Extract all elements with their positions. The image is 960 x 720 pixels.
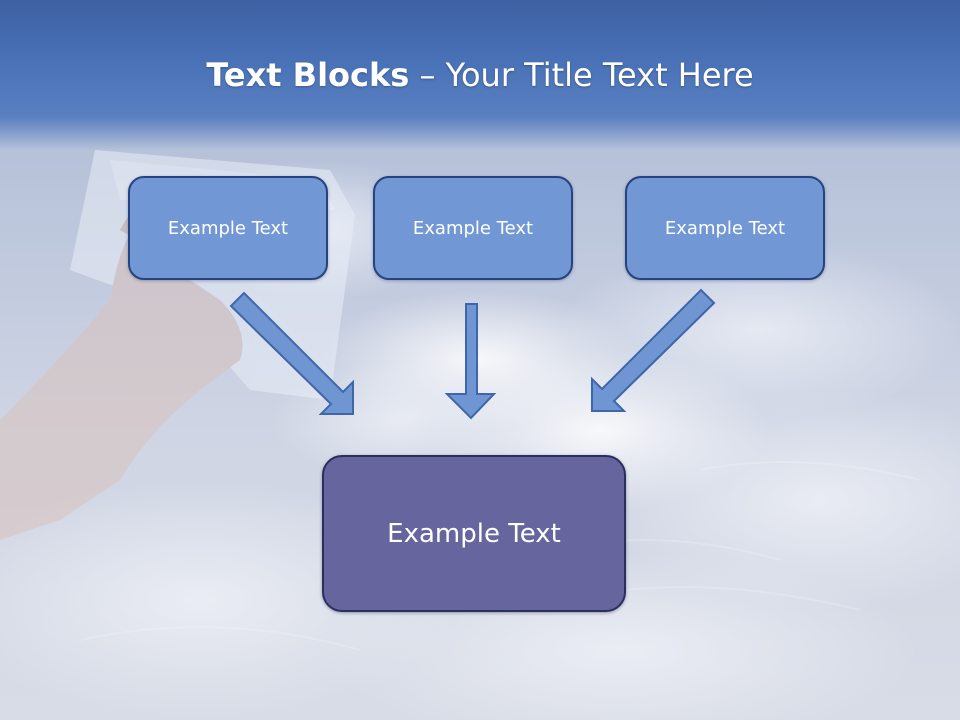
- text-block-bottom[interactable]: Example Text: [322, 455, 626, 612]
- text-block-bottom-label: Example Text: [387, 518, 561, 549]
- title-regular-part: Your Title Text Here: [445, 56, 754, 94]
- text-block-top-left[interactable]: Example Text: [128, 176, 328, 280]
- text-block-top-left-label: Example Text: [167, 217, 289, 239]
- text-block-top-right[interactable]: Example Text: [625, 176, 825, 280]
- text-block-top-center-label: Example Text: [412, 217, 534, 239]
- header-band: [0, 0, 960, 150]
- arrow-center: [444, 303, 497, 420]
- text-block-top-right-label: Example Text: [664, 217, 786, 239]
- arrow-left: [229, 291, 354, 415]
- page-title: Text Blocks – Your Title Text Here: [0, 52, 960, 98]
- title-bold-part: Text Blocks: [206, 56, 410, 94]
- title-separator: –: [409, 56, 446, 94]
- text-block-top-center[interactable]: Example Text: [373, 176, 573, 280]
- arrow-right: [591, 288, 716, 412]
